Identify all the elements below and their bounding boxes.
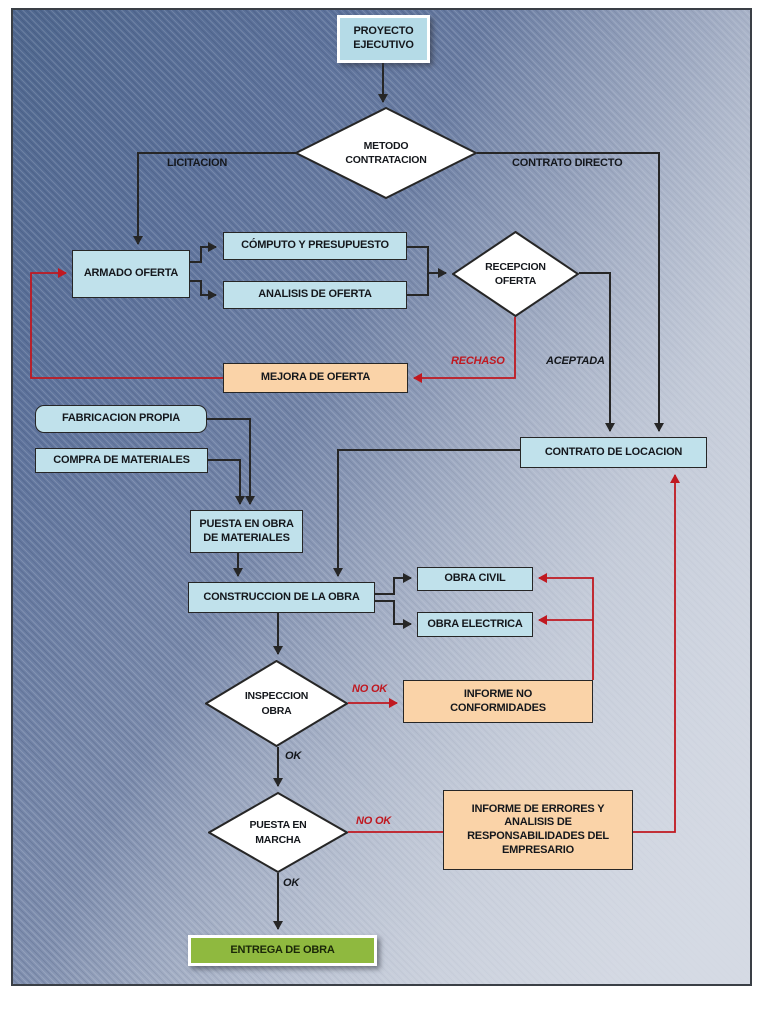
node-fabricacion-propia: FABRICACION PROPIA [35, 405, 207, 433]
node-metodo-contratacion: METODO CONTRATACION [295, 107, 477, 199]
diamond-polygon [452, 231, 579, 317]
node-armado-oferta: ARMADO OFERTA [72, 250, 190, 298]
node-label: INFORME NO CONFORMIDADES [450, 687, 546, 714]
diamond-polygon [208, 792, 348, 873]
node-mejora-oferta: MEJORA DE OFERTA [223, 363, 408, 393]
node-inspeccion-obra: INSPECCION OBRA [205, 660, 348, 747]
edge-label-inspeccion-no-ok: NO OK [352, 683, 388, 695]
node-computo-presupuesto: CÓMPUTO Y PRESUPUESTO [223, 232, 407, 260]
node-analisis-oferta: ANALISIS DE OFERTA [223, 281, 407, 309]
edge-label-licitacion: LICITACION [167, 157, 228, 169]
node-informe-errores: INFORME DE ERRORES Y ANALISIS DE RESPONS… [443, 790, 633, 870]
diamond-shape [205, 660, 348, 747]
diamond-label: METODO CONTRATACION [345, 139, 427, 166]
diamond-shape [208, 792, 348, 873]
edge-label-inspeccion-ok: OK [285, 750, 302, 762]
diamond-label: PUESTA EN MARCHA [249, 819, 307, 846]
node-construccion-obra: CONSTRUCCION DE LA OBRA [188, 582, 375, 613]
diamond-label: RECEPCION OFERTA [485, 260, 546, 287]
node-puesta-en-obra-materiales: PUESTA EN OBRA DE MATERIALES [190, 510, 303, 553]
node-recepcion-oferta: RECEPCION OFERTA [452, 231, 579, 317]
edge-label-rechaso: RECHASO [451, 355, 505, 367]
edge-label-marcha-no-ok: NO OK [356, 815, 392, 827]
node-obra-electrica: OBRA ELECTRICA [417, 612, 533, 637]
diamond-shape [295, 107, 477, 199]
node-contrato-locacion: CONTRATO DE LOCACION [520, 437, 707, 468]
diamond-polygon [205, 660, 348, 747]
diamond-label: INSPECCION OBRA [244, 690, 309, 717]
edge-label-aceptada: ACEPTADA [546, 355, 605, 367]
node-compra-materiales: COMPRA DE MATERIALES [35, 448, 208, 473]
node-informe-no-conformidades: INFORME NO CONFORMIDADES [403, 680, 593, 723]
node-obra-civil: OBRA CIVIL [417, 567, 533, 591]
edge-label-marcha-ok: OK [283, 877, 300, 889]
diamond-shape [452, 231, 579, 317]
edge-label-contrato-directo: CONTRATO DIRECTO [512, 157, 623, 169]
node-puesta-en-marcha: PUESTA EN MARCHA [208, 792, 348, 873]
diamond-polygon [295, 107, 477, 199]
node-entrega-obra: ENTREGA DE OBRA [188, 935, 377, 966]
node-proyecto-ejecutivo: PROYECTO EJECUTIVO [337, 15, 430, 63]
